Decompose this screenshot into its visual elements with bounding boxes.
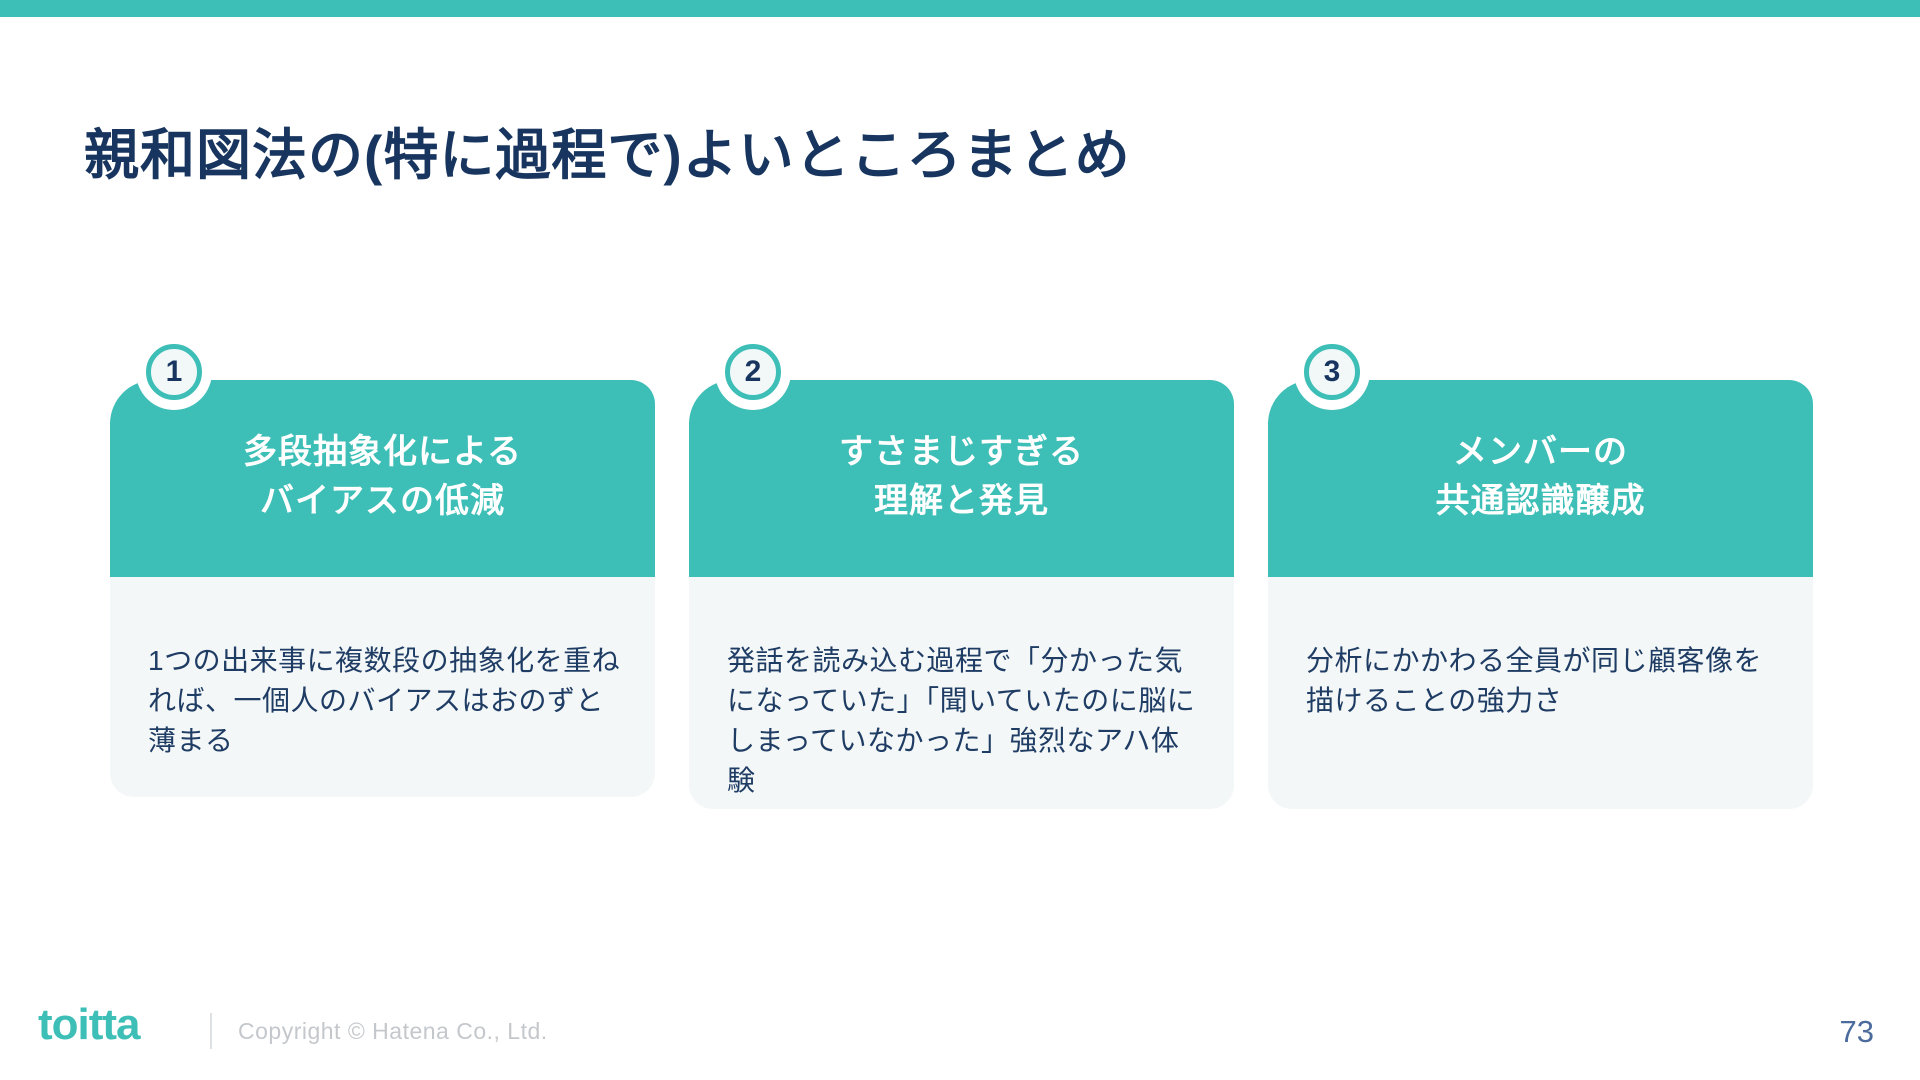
- benefit-cards-row: 1 多段抽象化による バイアスの低減 1つの出来事に複数段の抽象化を重ねれば、一…: [110, 344, 1813, 809]
- card-2-number-badge: 2: [725, 344, 781, 400]
- card-3-header: メンバーの 共通認識醸成: [1268, 380, 1813, 577]
- card-1-number: 1: [165, 355, 183, 388]
- card-2-body-text: 発話を読み込む過程で「分かった気になっていた」「聞いていたのに脳にしまっていなか…: [727, 645, 1196, 797]
- card-1-body: 1つの出来事に複数段の抽象化を重ねれば、一個人のバイアスはおのずと薄まる: [110, 577, 655, 797]
- card-1-body-text: 1つの出来事に複数段の抽象化を重ねれば、一個人のバイアスはおのずと薄まる: [148, 645, 621, 757]
- card-3-body: 分析にかかわる全員が同じ顧客像を描けることの強力さ: [1268, 577, 1813, 809]
- card-3-body-text: 分析にかかわる全員が同じ顧客像を描けることの強力さ: [1306, 645, 1763, 717]
- card-1-header: 多段抽象化による バイアスの低減: [110, 380, 655, 577]
- card-2-body: 発話を読み込む過程で「分かった気になっていた」「聞いていたのに脳にしまっていなか…: [689, 577, 1234, 809]
- card-2-title-line-1: すさまじすぎる: [839, 433, 1084, 471]
- benefit-card-3: 3 メンバーの 共通認識醸成 分析にかかわる全員が同じ顧客像を描けることの強力さ: [1268, 344, 1813, 809]
- slide-title: 親和図法の(特に過程で)よいところまとめ: [84, 124, 1131, 186]
- card-1-title-line-1: 多段抽象化による: [243, 433, 522, 471]
- top-accent-bar: [0, 0, 1920, 17]
- copyright-text: Copyright © Hatena Co., Ltd.: [238, 1018, 548, 1044]
- card-3-title-line-1: メンバーの: [1453, 433, 1628, 471]
- card-1-title-line-2: バイアスの低減: [260, 482, 505, 521]
- benefit-card-2: 2 すさまじすぎる 理解と発見 発話を読み込む過程で「分かった気になっていた」「…: [689, 344, 1234, 809]
- card-2-number: 2: [744, 355, 762, 388]
- benefit-card-1: 1 多段抽象化による バイアスの低減 1つの出来事に複数段の抽象化を重ねれば、一…: [110, 344, 655, 797]
- card-3-number-badge: 3: [1304, 344, 1360, 400]
- card-3-title-line-2: 共通認識醸成: [1435, 482, 1646, 521]
- toitta-logo: toitta: [38, 1000, 141, 1049]
- card-3-number: 3: [1323, 355, 1341, 388]
- card-1-number-badge: 1: [146, 344, 202, 400]
- card-2-header: すさまじすぎる 理解と発見: [689, 380, 1234, 577]
- card-2-title-line-2: 理解と発見: [874, 482, 1049, 521]
- footer-divider: [210, 1013, 212, 1049]
- page-number: 73: [1839, 1014, 1874, 1049]
